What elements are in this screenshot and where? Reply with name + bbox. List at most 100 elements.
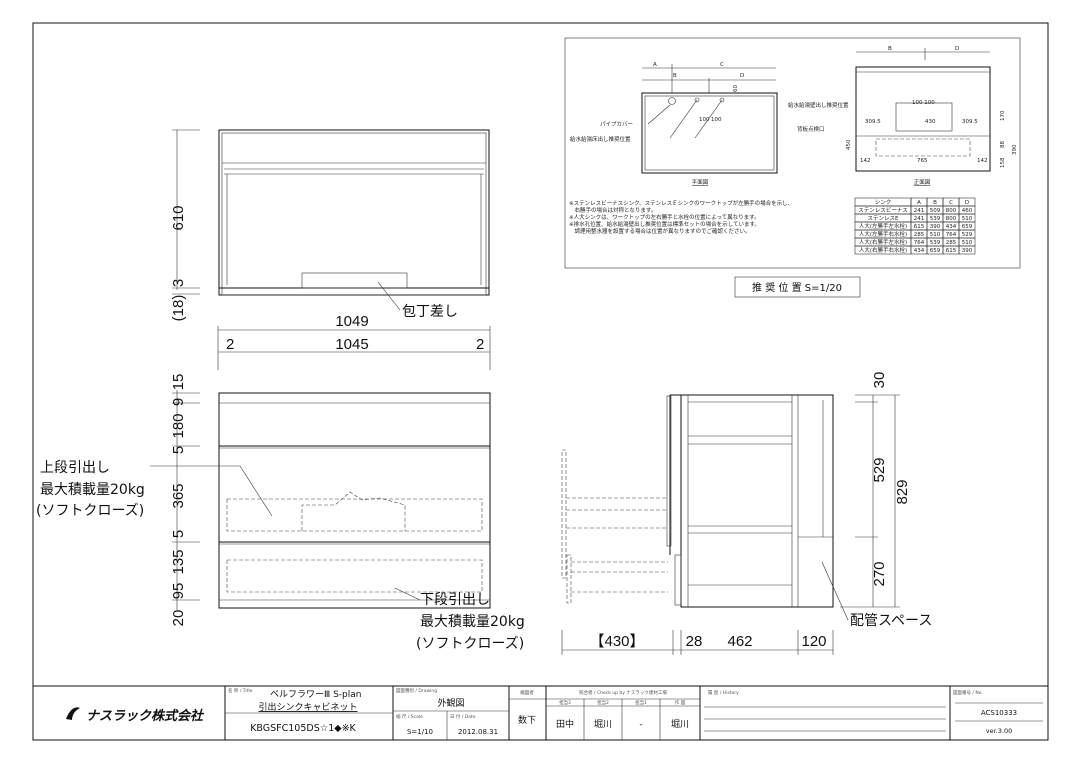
title-block: ナスラック株式会社 名 称 / Title ベルフラワーⅢ S-plan 引出シ… bbox=[32, 685, 1049, 741]
front-dim-390: 390 bbox=[1012, 144, 1018, 155]
table-cell: 241 bbox=[914, 208, 925, 214]
table-header-cell: シンク bbox=[875, 199, 892, 206]
check-val-1: 堀川 bbox=[594, 719, 612, 730]
dim-28: 28 bbox=[686, 633, 703, 650]
note-3: ※排水孔位置、給水給湯壁出し推奨位置は標準セットの場合を示しています。 bbox=[569, 220, 760, 228]
dim-front-0: 15 bbox=[170, 374, 187, 391]
table-header-cell: C bbox=[949, 200, 953, 206]
front-dim-170: 170 bbox=[1000, 110, 1006, 121]
dim-270: 270 bbox=[871, 561, 888, 586]
dim-front-4: 365 bbox=[170, 483, 187, 508]
table-cell: 434 bbox=[946, 224, 957, 230]
table-cell: 615 bbox=[946, 248, 957, 254]
scale-label: 縮 尺 / Scale bbox=[396, 713, 423, 720]
wall-outlet-label: 給水給湯壁出し推奨位置 bbox=[788, 101, 849, 109]
dim-front-8: 20 bbox=[170, 610, 187, 627]
note-0: ※ステンレスビーナスシンク、ステンレスＥシンクのワークトップが左勝手の場合を示し… bbox=[569, 199, 793, 207]
recommended-position-inset: A C B D 60 100 100 パイプカバー 給水給湯床出し推奨位置 平面… bbox=[564, 37, 1021, 269]
dim-front-2: 180 bbox=[170, 413, 187, 438]
table-cell: ステンレスビーナス bbox=[858, 206, 908, 214]
dim-front-3: 5 bbox=[170, 446, 187, 454]
title-line2: 引出シンクキャビネット bbox=[258, 701, 357, 713]
dim-120: 120 bbox=[801, 633, 826, 650]
title-line1: ベルフラワーⅢ S-plan bbox=[270, 689, 361, 700]
table-cell: 241 bbox=[914, 216, 925, 222]
front-dim-430: 430 bbox=[925, 119, 936, 125]
front-view-title: 正面図 bbox=[914, 179, 931, 186]
table-cell: 529 bbox=[962, 232, 973, 238]
upper-drawer-load: 最大積載量20kg bbox=[40, 482, 145, 498]
dim-3: 3 bbox=[170, 279, 187, 287]
title-label: 名 称 / Title bbox=[228, 687, 253, 694]
front-dim-450: 450 bbox=[846, 139, 852, 150]
plan-dim-a: A bbox=[653, 62, 657, 68]
check-col-1: 担当2 bbox=[597, 699, 609, 706]
front-dim-88: 88 bbox=[1000, 141, 1006, 148]
check-val-2: - bbox=[639, 720, 642, 730]
date-value: 2012.08.31 bbox=[458, 728, 498, 736]
front-dim-158: 158 bbox=[1000, 157, 1006, 168]
lower-drawer-load: 最大積載量20kg bbox=[420, 614, 525, 630]
table-cell: 人大(右勝手左水栓) bbox=[859, 238, 907, 246]
check-val-0: 田中 bbox=[556, 718, 574, 730]
table-cell: 539 bbox=[930, 240, 941, 246]
table-cell: ステンレスE bbox=[868, 215, 900, 222]
plan-dim-100b: 100 bbox=[711, 117, 722, 123]
front-dim-142b: 142 bbox=[977, 158, 988, 164]
inset-caption: 推 奨 位 置 S=1/20 bbox=[752, 281, 842, 294]
top-view: 610 3 (18) 包丁差し 1049 1045 2 2 bbox=[170, 129, 491, 370]
table-cell: 390 bbox=[930, 224, 941, 230]
plan-dim-60: 60 bbox=[733, 85, 739, 92]
note-2: ※人大シンクは、ワークトップの左右勝手と水栓の位置によって異なります。 bbox=[569, 213, 760, 221]
dim-30: 30 bbox=[871, 372, 888, 389]
model-number: KBGSFC105DS☆1◆※K bbox=[250, 723, 356, 734]
table-cell: 800 bbox=[946, 208, 957, 214]
table-cell: 285 bbox=[946, 240, 957, 246]
dim-462: 462 bbox=[727, 633, 752, 650]
caption-box bbox=[734, 276, 861, 298]
pipe-space-label: 配管スペース bbox=[850, 613, 932, 629]
check-label: 照合者 / Check up by ナスラック建材工場 bbox=[579, 689, 667, 696]
front-view: 15 9 180 5 365 5 135 95 20 上段引出し 最大積載量20… bbox=[36, 374, 525, 652]
front-dim-142a: 142 bbox=[860, 158, 871, 164]
plan-dim-c: C bbox=[720, 62, 724, 68]
dim-1045: 1045 bbox=[335, 336, 368, 353]
dim-front-7: 95 bbox=[170, 583, 187, 600]
company-name: ナスラック株式会社 bbox=[86, 708, 205, 724]
table-cell: 659 bbox=[930, 248, 941, 254]
table-cell: 764 bbox=[914, 240, 925, 246]
table-cell: 539 bbox=[930, 216, 941, 222]
table-cell: 460 bbox=[962, 208, 973, 214]
lower-drawer-label: 下段引出し bbox=[420, 592, 490, 608]
dim-front-1: 9 bbox=[170, 398, 187, 406]
front-dim-765: 765 bbox=[917, 158, 928, 164]
table-cell: 510 bbox=[962, 216, 973, 222]
floor-outlet-label: 給水給湯床出し推奨位置 bbox=[570, 135, 631, 143]
dim-front-5: 5 bbox=[170, 530, 187, 538]
pipe-cover-label: パイプカバー bbox=[600, 121, 633, 128]
plan-dim-b: B bbox=[673, 73, 677, 79]
plan-dim-d: D bbox=[740, 73, 744, 79]
check-col-2: 担当1 bbox=[635, 699, 647, 706]
check-col-0: 担当3 bbox=[559, 699, 571, 706]
inspection-port-label: 背板点検口 bbox=[797, 125, 825, 133]
table-header-cell: D bbox=[965, 200, 969, 206]
table-cell-border bbox=[958, 245, 976, 255]
dim-18: (18) bbox=[170, 295, 187, 322]
side-view: 30 529 829 270 配管スペース 【430】 28 462 120 bbox=[561, 372, 932, 655]
table-cell: 659 bbox=[962, 224, 973, 230]
table-cell: 人大(左勝手左水栓) bbox=[859, 222, 907, 230]
drawing-type: 外観図 bbox=[437, 697, 464, 709]
drafter-label: 繪図者 bbox=[520, 689, 534, 696]
drawing-number: ACS10333 bbox=[981, 709, 1017, 717]
dim-2-right: 2 bbox=[476, 336, 484, 353]
dim-1049: 1049 bbox=[335, 313, 368, 330]
number-label: 図面番号 / No. bbox=[953, 689, 983, 696]
table-cell: 510 bbox=[930, 232, 941, 238]
front-dim-309a: 309.5 bbox=[865, 119, 881, 125]
note-4: 調理用整水器を設置する場合は位置が異なりますのでご確認ください。 bbox=[569, 227, 751, 235]
front-dim-b: B bbox=[888, 46, 892, 52]
table-cell: 764 bbox=[946, 232, 957, 238]
